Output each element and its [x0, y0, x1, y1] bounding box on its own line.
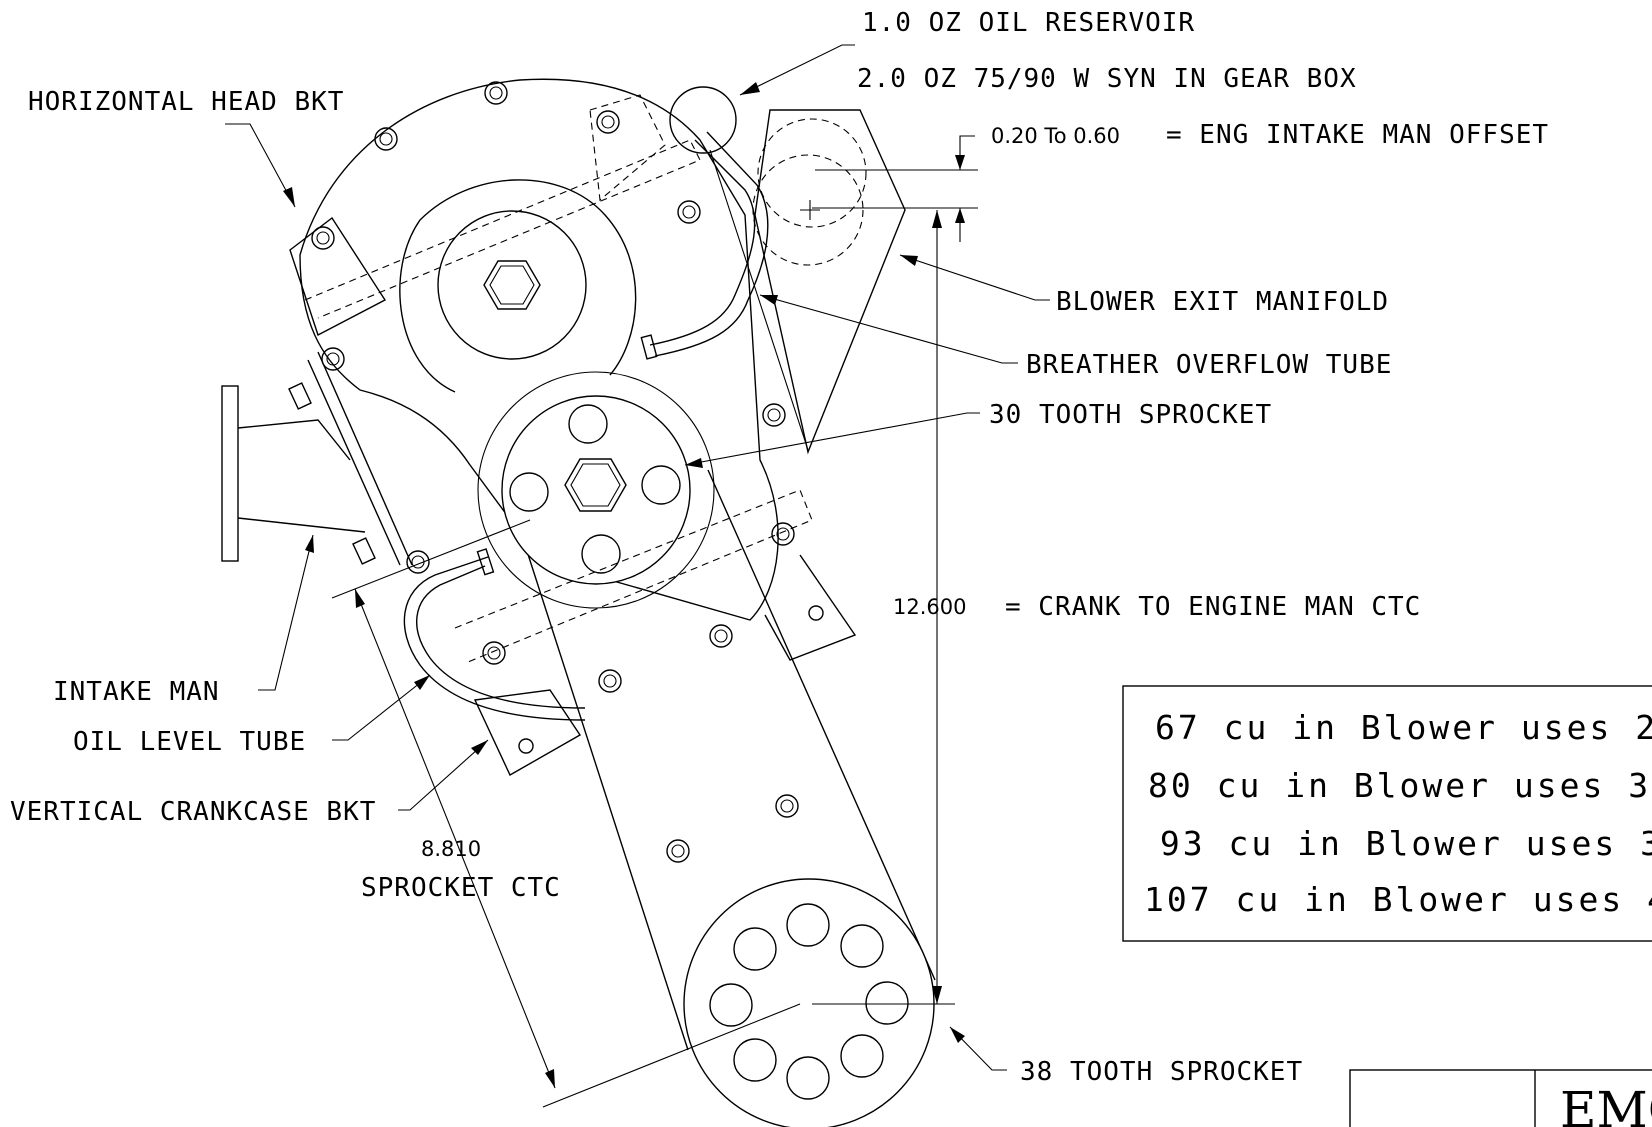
sprocket-30-hole — [641, 465, 681, 505]
blower-table-row: 107 cu in Blower uses 4 — [1144, 880, 1652, 919]
leader-sprocket-30 — [684, 412, 980, 466]
leader-sprocket-38 — [949, 1026, 1007, 1071]
blower-exit-manifold — [754, 109, 906, 455]
sprocket-30-hole — [509, 472, 549, 512]
label-sprocket-ctc-text: SPROCKET CTC — [361, 873, 561, 903]
label-crank-text: = CRANK TO ENGINE MAN CTC — [1005, 592, 1421, 622]
blower-table-row: 93 cu in Blower uses 3 — [1137, 824, 1652, 863]
blower-table-frame — [1122, 685, 1652, 942]
manifold-bore-upper — [757, 118, 867, 228]
leader-blower-exit — [899, 254, 1050, 301]
upper-hex-bolt-inner — [489, 265, 535, 305]
right-bracket-hole — [808, 605, 824, 621]
upper-hub-ring — [399, 179, 637, 393]
label-sprocket-30: 30 TOOTH SPROCKET — [989, 400, 1272, 430]
arrow-oil-reservoir — [740, 82, 760, 95]
sprocket-30-hole — [581, 534, 621, 574]
sprocket-ctc-ext-lower — [542, 1003, 801, 1108]
label-oil-reservoir: 1.0 OZ OIL RESERVOIR — [862, 8, 1195, 38]
oil-level-tube-inner — [416, 565, 586, 709]
breather-overflow-tube-outer — [649, 139, 756, 346]
sprocket-38-holes — [709, 903, 909, 1100]
arrow-vertical-bkt — [471, 740, 488, 755]
intake-manifold — [221, 351, 413, 566]
label-sprocket-38: 38 TOOTH SPROCKET — [1020, 1057, 1303, 1087]
title-block-frame — [1349, 1069, 1652, 1127]
oil-reservoir — [669, 86, 737, 154]
breather-overflow-tube-inner — [654, 131, 769, 357]
offset-arrow-down — [955, 155, 965, 170]
upper-hex-bolt — [483, 260, 541, 310]
label-blower-exit-manifold: BLOWER EXIT MANIFOLD — [1056, 287, 1389, 317]
crankcase-bracket-hidden — [454, 489, 813, 663]
crank-dim-arrow-top — [932, 210, 942, 228]
crank-dim-arrow-bottom — [932, 986, 942, 1004]
leader-oil-reservoir — [739, 44, 855, 96]
head-bracket-hidden-1 — [304, 139, 701, 319]
sprocket-30-tooth — [501, 395, 691, 585]
belt-upper-right — [709, 149, 809, 451]
breather-fitting — [640, 334, 658, 360]
label-offset-text: = ENG INTAKE MAN OFFSET — [1166, 120, 1549, 150]
offset-leader — [959, 135, 975, 145]
sprocket-ctc-dim-line — [354, 588, 556, 1089]
leader-intake-man — [258, 534, 314, 691]
upper-hub-inner — [437, 210, 587, 360]
oil-tube-fitting — [476, 548, 495, 576]
title-block-text: EMC — [1560, 1081, 1652, 1127]
head-bracket-hidden-2 — [589, 94, 666, 202]
belt-left — [524, 544, 689, 1051]
sprocket-38-tooth — [683, 878, 935, 1127]
blower-table-row: 80 cu in Blower uses 3 — [1148, 766, 1651, 805]
right-bracket — [764, 554, 857, 661]
gear-case-outline — [299, 78, 779, 621]
sprocket-ctc-arrow-bottom — [545, 1069, 555, 1088]
arrow-blower-exit — [900, 255, 918, 266]
label-vertical-crankcase-bkt: VERTICAL CRANKCASE BKT — [10, 797, 376, 827]
sprocket-30-hole — [568, 404, 608, 444]
arrow-intake-man — [305, 535, 314, 553]
label-oil-level-tube: OIL LEVEL TUBE — [73, 727, 306, 757]
arrow-sprocket-38 — [950, 1027, 965, 1043]
label-gear-box: 2.0 OZ 75/90 W SYN IN GEAR BOX — [857, 64, 1357, 94]
label-breather-overflow-tube: BREATHER OVERFLOW TUBE — [1026, 350, 1392, 380]
leader-breather — [759, 294, 1018, 364]
vertical-crankcase-bracket — [473, 689, 581, 776]
arrow-sprocket-30 — [685, 458, 703, 468]
label-intake-man: INTAKE MAN — [53, 677, 220, 707]
sprocket-ctc-ext-upper — [331, 519, 531, 599]
horizontal-head-bracket — [289, 216, 387, 337]
sprocket-30-hex — [564, 458, 627, 512]
label-sprocket-ctc-value: 8.810 — [421, 837, 481, 861]
arrow-oil-level-tube — [414, 675, 430, 690]
sprocket-ctc-arrow-top — [355, 589, 365, 608]
arrow-horizontal-head-bkt — [283, 187, 295, 207]
arrow-breather — [760, 295, 778, 305]
vertical-bracket-hole — [518, 738, 534, 754]
oil-level-tube-outer — [403, 556, 586, 721]
label-horizontal-head-bkt: HORIZONTAL HEAD BKT — [28, 87, 344, 117]
manifold-bore-lower — [752, 154, 864, 266]
offset-arrow-up — [955, 208, 965, 223]
label-crank-value: 12.600 — [893, 595, 966, 619]
leader-horizontal-head-bkt — [225, 123, 296, 208]
belt-right — [707, 469, 936, 981]
case-bolts — [311, 81, 799, 863]
leader-vertical-bkt — [398, 739, 489, 811]
blower-table-row: 67 cu in Blower uses 2 — [1155, 708, 1652, 747]
gear-hub-outer — [477, 371, 715, 609]
label-offset-value: 0.20 To 0.60 — [991, 124, 1120, 148]
sprocket-30-hex-inner — [570, 463, 621, 507]
leader-oil-level-tube — [332, 674, 431, 741]
